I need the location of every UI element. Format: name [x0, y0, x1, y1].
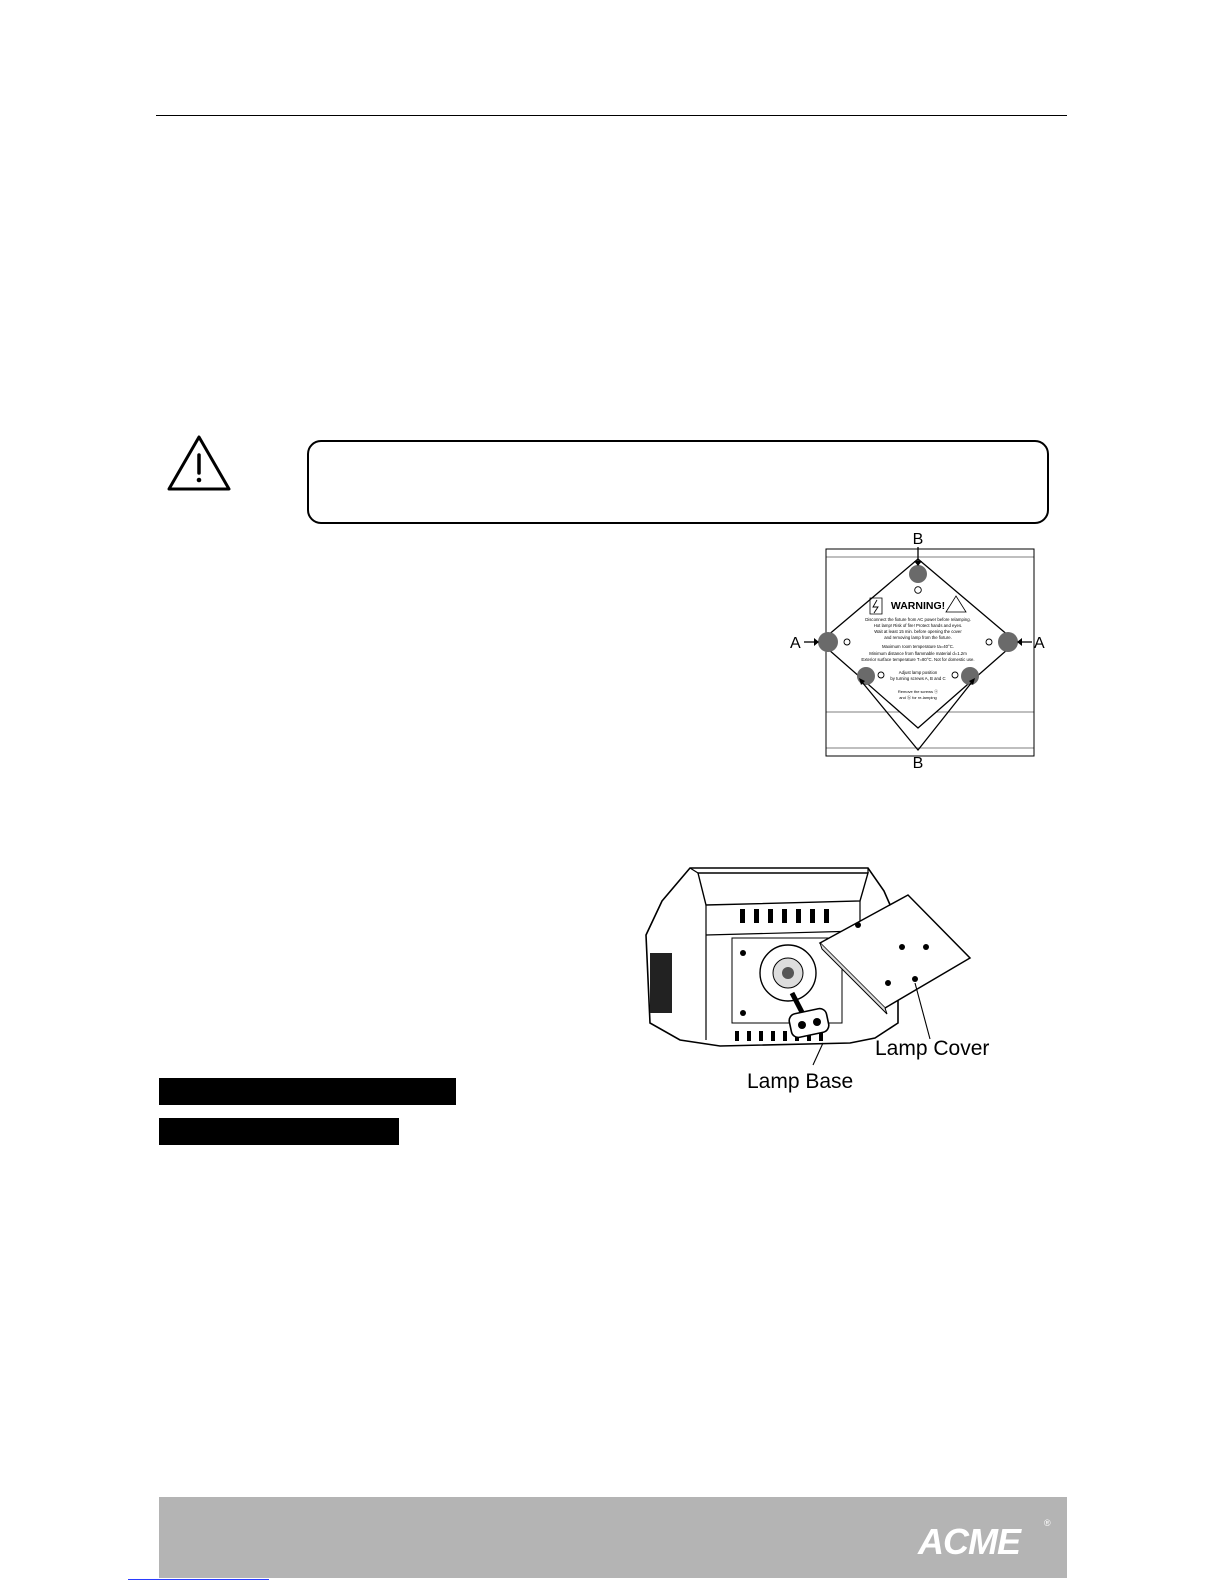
warning-callout-box	[307, 440, 1049, 524]
electric-hazard-icon	[869, 597, 883, 615]
hot-surface-icon	[945, 595, 967, 613]
plate-line: Minimum distance from flammable material…	[869, 651, 967, 656]
marker-b-top: B	[913, 532, 924, 548]
plate-line: Adjust lamp position	[899, 670, 938, 675]
redacted-text-block	[159, 1118, 399, 1145]
svg-text:®: ®	[1044, 1518, 1051, 1528]
header-rule	[156, 115, 1067, 116]
marker-a-right: A	[1034, 635, 1045, 652]
lamp-adjustment-diagram: WARNING! Disconnect the fixture from AC …	[790, 532, 1045, 772]
warning-plate	[819, 558, 1017, 729]
plate-line: Hot lamp! Risk of fire! Protect hands an…	[874, 623, 963, 628]
plate-line: Disconnect the fixture from AC power bef…	[865, 617, 971, 622]
plate-title: WARNING!	[891, 600, 945, 612]
footer-bar	[159, 1497, 1067, 1578]
lamp-replacement-diagram: Lamp Cover Lamp Base	[645, 867, 989, 1093]
svg-text:ACME: ACME	[917, 1521, 1022, 1562]
screw-a-right	[998, 632, 1018, 652]
screw-b-top	[909, 565, 927, 583]
screw-b-lower-right	[961, 667, 979, 685]
plate-line: Maximum room temperature ta=40°C.	[882, 644, 954, 649]
acme-logo: ACME ®	[917, 1518, 1051, 1562]
lamp-cover-label: Lamp Cover	[875, 1037, 989, 1060]
plate-line: by turning screws A, B and C	[890, 676, 945, 681]
marker-b-bottom: B	[913, 755, 924, 772]
lamp-base	[788, 1007, 830, 1039]
marker-a-left: A	[790, 635, 801, 652]
screw-b-lower-left	[857, 667, 875, 685]
plate-line: and ⓑ for re-lamping	[899, 694, 937, 700]
plate-line: Exterior surface temperature T=80°C. Not…	[861, 657, 974, 662]
plate-line: Remove the screws ⓐ	[898, 688, 938, 694]
lamp-base-label: Lamp Base	[747, 1070, 853, 1093]
redacted-text-block	[159, 1078, 456, 1105]
bottom-link-underline	[128, 1579, 269, 1580]
warning-triangle-icon	[167, 435, 231, 491]
plate-line: Wait at least 15 min. before opening the…	[874, 629, 962, 634]
screw-a-left	[818, 632, 838, 652]
plate-line: and removing lamp from the fixture.	[884, 635, 952, 640]
